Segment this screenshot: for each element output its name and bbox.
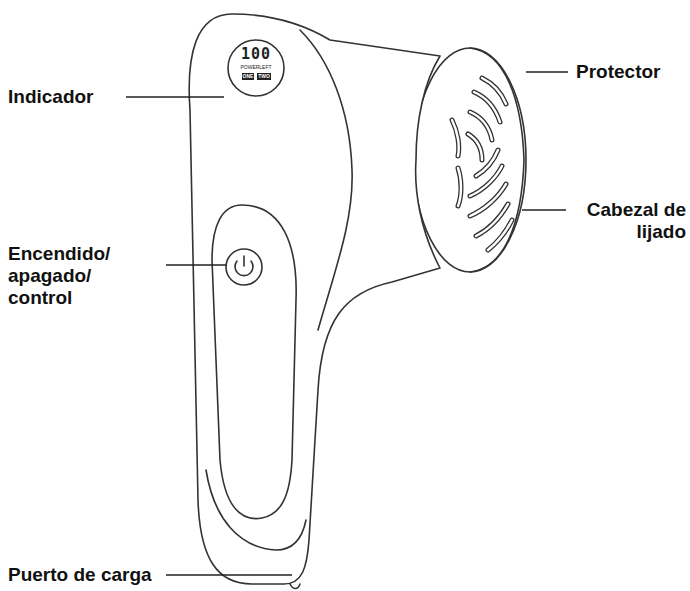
vent-slot-inner xyxy=(458,168,461,206)
power-button xyxy=(226,249,262,285)
mode-indicator: ONE xyxy=(242,73,255,80)
vent-slot-inner xyxy=(488,220,512,250)
sanding-head xyxy=(414,48,526,272)
guard-rim xyxy=(470,48,524,272)
leader-lines xyxy=(126,72,568,575)
vent-slot-inner xyxy=(468,134,482,160)
part-label: Cabezal de lijado xyxy=(566,199,686,243)
vent-slot-inner xyxy=(452,120,459,156)
vent-slot-inner xyxy=(476,150,498,176)
part-label: Indicador xyxy=(8,86,94,108)
vent-slot xyxy=(488,220,512,250)
display-digits: 100 xyxy=(241,46,271,63)
body-outline xyxy=(189,14,440,584)
vent-slot xyxy=(476,150,498,176)
vent-slot-inner xyxy=(470,166,502,196)
body-seam xyxy=(206,470,306,550)
guard-vents xyxy=(452,78,512,250)
vent-slot xyxy=(452,120,459,156)
power-icon xyxy=(243,256,245,266)
body-contour xyxy=(300,30,352,330)
vent-slot xyxy=(470,166,502,196)
display-ring xyxy=(228,40,284,96)
part-label: Protector xyxy=(576,61,660,83)
display-text: POWERLEFT xyxy=(240,64,271,71)
vent-slot xyxy=(458,168,461,206)
mode-indicator: TWO xyxy=(257,73,271,80)
grip-panel xyxy=(212,205,296,519)
part-label: Encendido/ apagado/ control xyxy=(8,243,120,309)
charging-port xyxy=(290,584,300,589)
vent-slot xyxy=(468,134,482,160)
part-label: Puerto de carga xyxy=(8,564,152,586)
